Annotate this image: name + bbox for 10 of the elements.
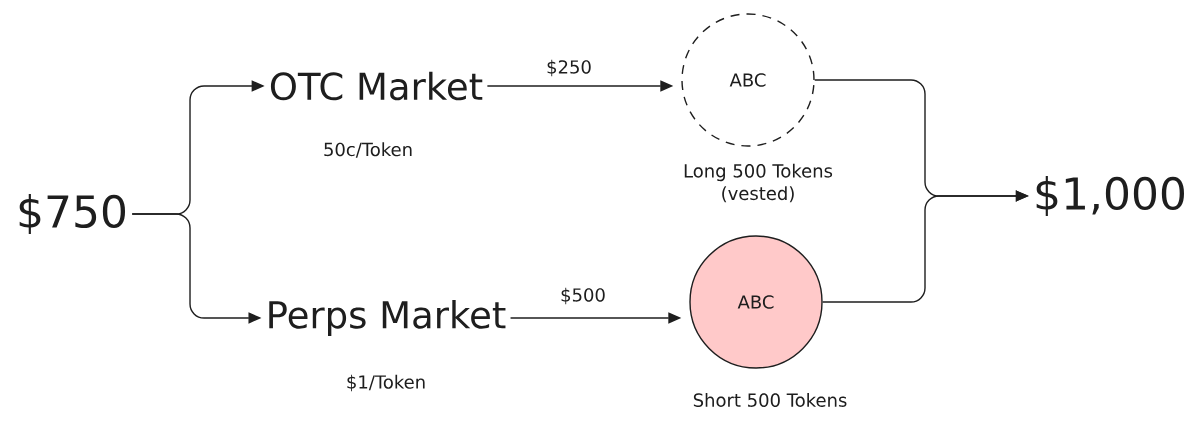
amount-text: $1,000	[1036, 176, 1184, 216]
caption-text: $1/Token	[347, 374, 425, 392]
caption-text: Long 500 Tokens (vested)	[684, 163, 833, 203]
market-label: OTC Market	[270, 71, 483, 101]
edge-label: $250	[544, 57, 594, 79]
amount-text: $750	[19, 194, 126, 234]
edge-label: $500	[558, 285, 608, 307]
caption-text: Short 500 Tokens	[693, 393, 847, 407]
market-label: Perps Market	[269, 300, 506, 336]
caption-text: 50c/Token	[324, 142, 412, 158]
